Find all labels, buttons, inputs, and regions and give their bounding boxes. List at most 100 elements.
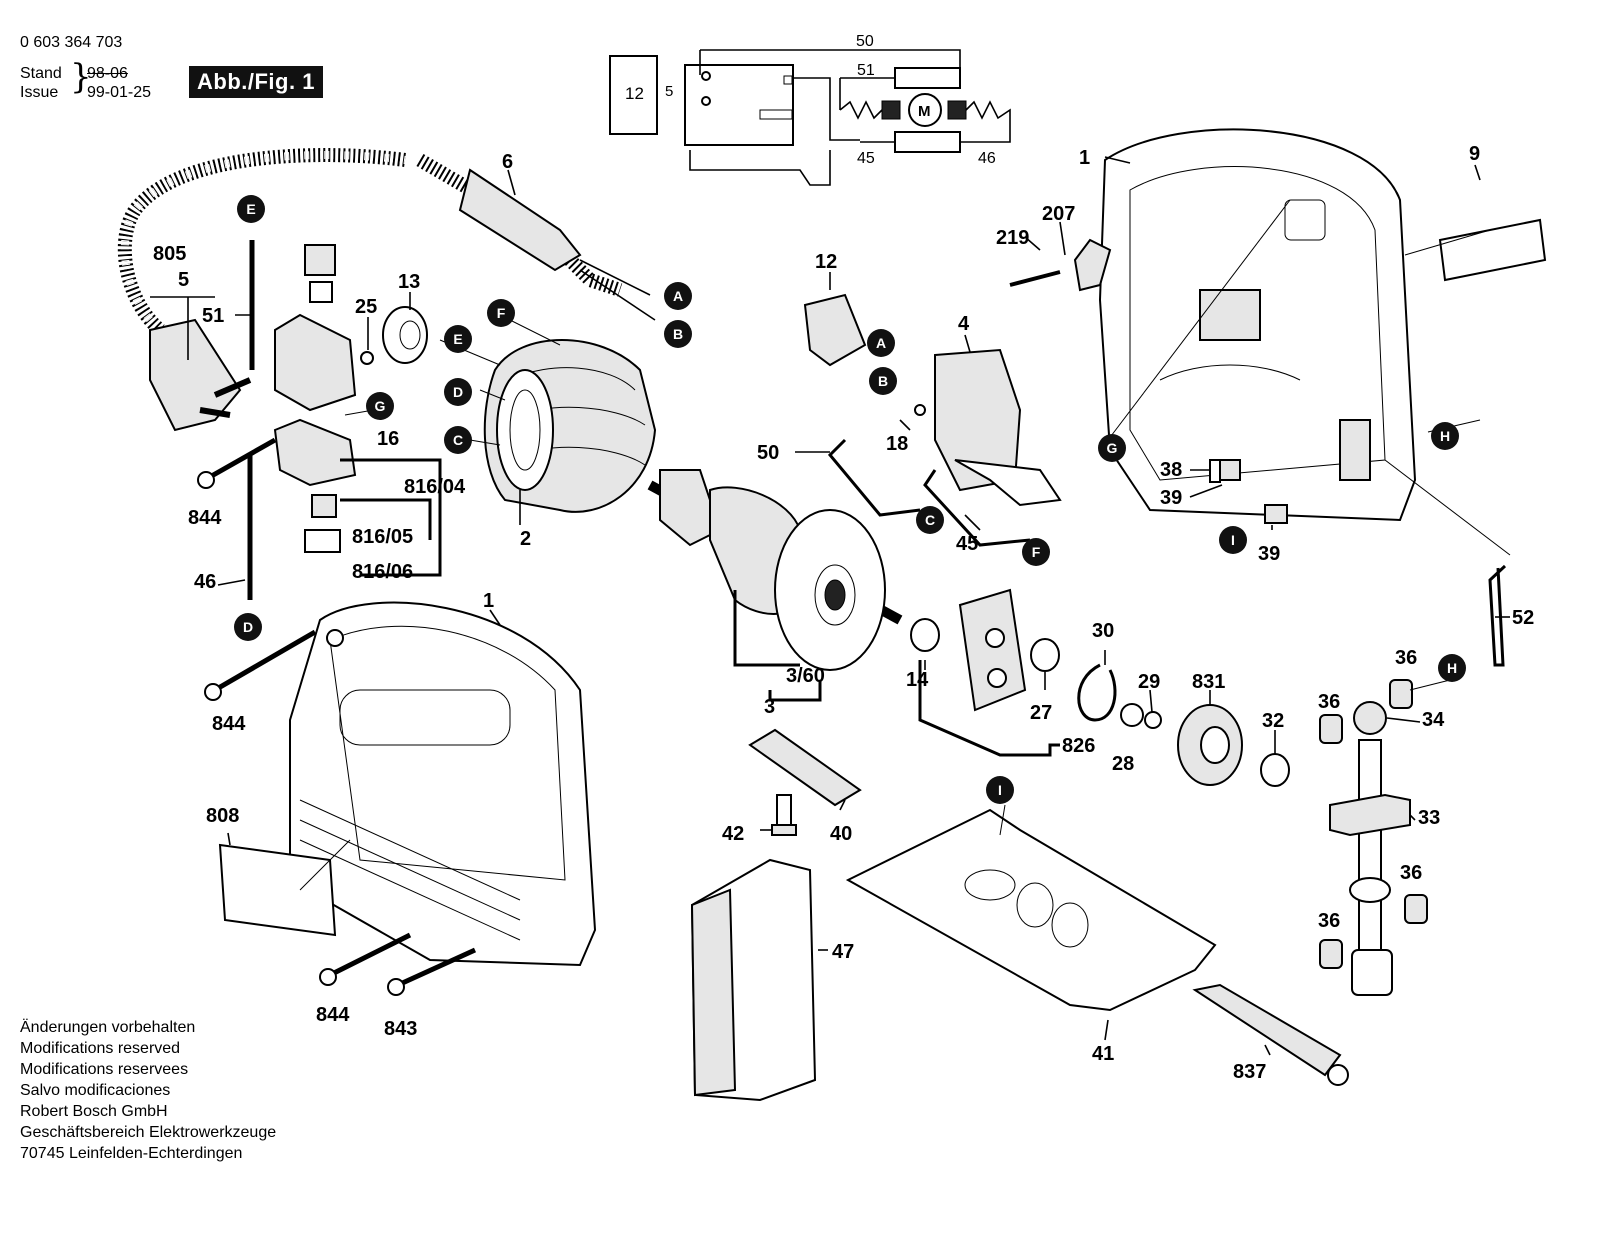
wiring-wire-a [793, 77, 860, 141]
connector-g-housing: G [1098, 434, 1126, 462]
carbon-brush-bottom [311, 494, 337, 518]
issue-label: Issue [20, 84, 59, 101]
callout-826: 826 [1062, 735, 1095, 757]
wiring-label-51: 51 [857, 62, 875, 79]
washer-29 [1144, 711, 1162, 729]
armature [647, 469, 903, 702]
wiring-label-5: 5 [665, 83, 673, 100]
callout-843: 843 [384, 1018, 417, 1040]
circlip-30 [1077, 663, 1117, 722]
brace-icon: } [70, 57, 92, 97]
wiring-label-m: M [918, 103, 931, 120]
screw-219 [1009, 270, 1061, 287]
connector-i-housing: I [1219, 526, 1247, 554]
connector-e-wire: E [237, 195, 265, 223]
carbon-brush-top [304, 244, 336, 276]
connector-i-base: I [986, 776, 1014, 804]
bearing-parts [910, 588, 1162, 757]
cable-sleeve [458, 168, 582, 272]
wiring-coil-left [839, 100, 883, 120]
bearing-block-826 [958, 588, 1027, 712]
gear-and-stroke-rod [1177, 564, 1507, 996]
callout-39-a: 39 [1160, 487, 1182, 509]
screw-18 [914, 404, 926, 416]
needle-bearing-28 [1120, 703, 1144, 727]
callout-25: 25 [355, 296, 377, 318]
callout-207: 207 [1042, 203, 1075, 225]
ring-25 [360, 351, 374, 365]
connector-a-cable: A [664, 282, 692, 310]
callout-816-05: 816/05 [352, 526, 413, 548]
screw-843 [396, 947, 477, 988]
callout-45: 45 [956, 533, 978, 555]
svg-text:G: G [1107, 440, 1118, 456]
wiring-lead-45 [689, 150, 831, 186]
callout-28: 28 [1112, 753, 1134, 775]
callout-9: 9 [1469, 143, 1480, 165]
wiring-box-switch [609, 55, 658, 135]
roller-36-c [1404, 894, 1428, 924]
wiring-coil-right [960, 100, 1011, 143]
callout-16: 16 [377, 428, 399, 450]
cable-clamp-207 [1073, 238, 1112, 292]
callout-6: 6 [502, 151, 513, 173]
roller-36-d [1319, 939, 1343, 969]
svg-text:F: F [1032, 544, 1041, 560]
callout-36-b: 36 [1318, 691, 1340, 713]
footer-line-2: Modifications reserved [20, 1040, 181, 1057]
stroke-rod-33 [1358, 739, 1382, 981]
callout-13: 13 [398, 271, 420, 293]
callout-844-c: 844 [316, 1004, 350, 1026]
svg-text:C: C [925, 512, 935, 528]
nut-39-b [1264, 504, 1288, 524]
callout-808: 808 [206, 805, 239, 827]
callout-labels: 1 1 2 3 3/60 4 5 6 9 12 13 14 16 18 25 2… [153, 143, 1534, 1083]
callout-47: 47 [832, 941, 854, 963]
callout-42: 42 [722, 823, 744, 845]
callout-39-b: 39 [1258, 543, 1280, 565]
callout-816-06: 816/06 [352, 561, 413, 583]
footer-address: 70745 Leinfelden-Echterdingen [20, 1145, 243, 1162]
callout-2: 2 [520, 528, 531, 550]
callout-40: 40 [830, 823, 852, 845]
wiring-motor-brush-left [881, 100, 901, 120]
callout-1-left: 1 [483, 590, 494, 612]
switch-cover-12 [803, 293, 867, 367]
svg-text:D: D [243, 619, 253, 635]
switch-assembly [803, 293, 1062, 547]
callout-14: 14 [906, 669, 929, 691]
callout-36-c: 36 [1400, 862, 1422, 884]
screw-844-top [197, 471, 215, 489]
nut-39-a [1219, 459, 1241, 481]
wiring-schematic: 12 5 50 51 M 45 46 [609, 33, 1011, 186]
callout-18: 18 [886, 433, 908, 455]
svg-text:B: B [673, 326, 683, 342]
callout-5: 5 [178, 269, 189, 291]
label-9 [1438, 218, 1547, 282]
brush-holder-assembly [197, 240, 442, 600]
svg-text:A: A [673, 288, 683, 304]
housing-half-left [204, 601, 597, 996]
leader-lines [150, 156, 1511, 1056]
callout-844-a: 844 [188, 507, 222, 529]
roller-36-a [1319, 714, 1343, 744]
roller-36-b [1389, 679, 1413, 709]
callout-12: 12 [815, 251, 837, 273]
figure-badge: Abb./Fig. 1 [189, 66, 323, 98]
connector-g-brush: G [366, 392, 394, 420]
callout-46: 46 [194, 571, 216, 593]
callout-32: 32 [1262, 710, 1284, 732]
svg-text:E: E [453, 331, 462, 347]
callout-36-a: 36 [1395, 647, 1417, 669]
connector-h-roller: H [1438, 654, 1466, 682]
base-plate-41 [845, 808, 1217, 1012]
footer-line-3: Modifications reservees [20, 1061, 189, 1078]
screw-42 [776, 794, 792, 826]
callout-805: 805 [153, 243, 186, 265]
connector-e-coil: E [444, 325, 472, 353]
issue-value: 99-01-25 [87, 84, 152, 101]
callout-3: 3 [764, 696, 775, 718]
power-plug-icon [149, 318, 242, 432]
callout-816-04: 816/04 [404, 476, 466, 498]
